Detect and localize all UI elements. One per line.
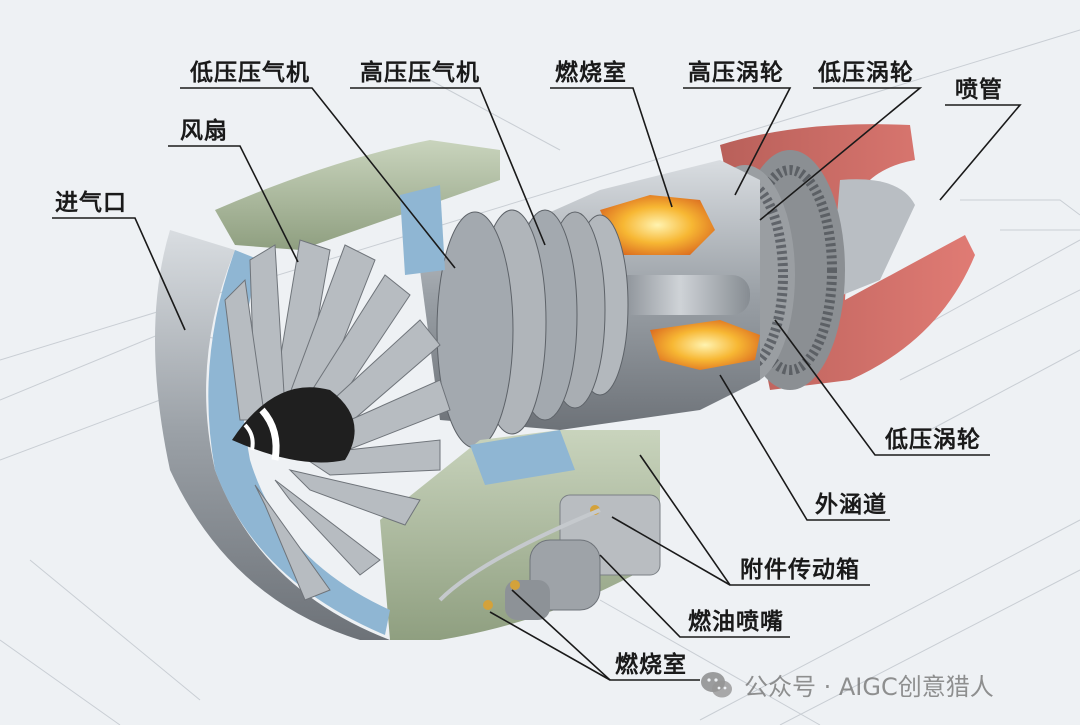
watermark: 公众号 · AIGC创意猎人 — [700, 667, 994, 702]
label-inlet: 进气口 — [55, 190, 127, 216]
label-nozzle: 喷管 — [955, 77, 1003, 103]
label-fan: 风扇 — [180, 118, 228, 144]
label-lp-turbine-right: 低压涡轮 — [885, 427, 981, 453]
accessory-gearbox — [438, 494, 661, 620]
compressor-stages — [436, 209, 629, 449]
label-accessory-gearbox: 附件传动箱 — [740, 557, 860, 583]
label-fuel-nozzle: 燃油喷嘴 — [688, 609, 784, 635]
label-combustor-top: 燃烧室 — [555, 60, 627, 86]
combustion-chambers — [600, 195, 760, 370]
spinner — [232, 387, 355, 463]
inlet-ring — [155, 230, 390, 640]
label-lp-turbine-top: 低压涡轮 — [818, 60, 914, 86]
leader-lines — [52, 87, 1022, 681]
label-combustor-bottom: 燃烧室 — [615, 652, 687, 678]
wechat-icon — [700, 671, 734, 699]
upper-nacelle — [215, 140, 500, 275]
label-hp-turbine: 高压涡轮 — [688, 60, 784, 86]
label-lp-compressor: 低压压气机 — [190, 60, 310, 86]
watermark-text: 公众号 · AIGC创意猎人 — [744, 673, 994, 701]
label-hp-compressor: 高压压气机 — [360, 60, 480, 86]
label-bypass-duct: 外涵道 — [815, 492, 887, 518]
